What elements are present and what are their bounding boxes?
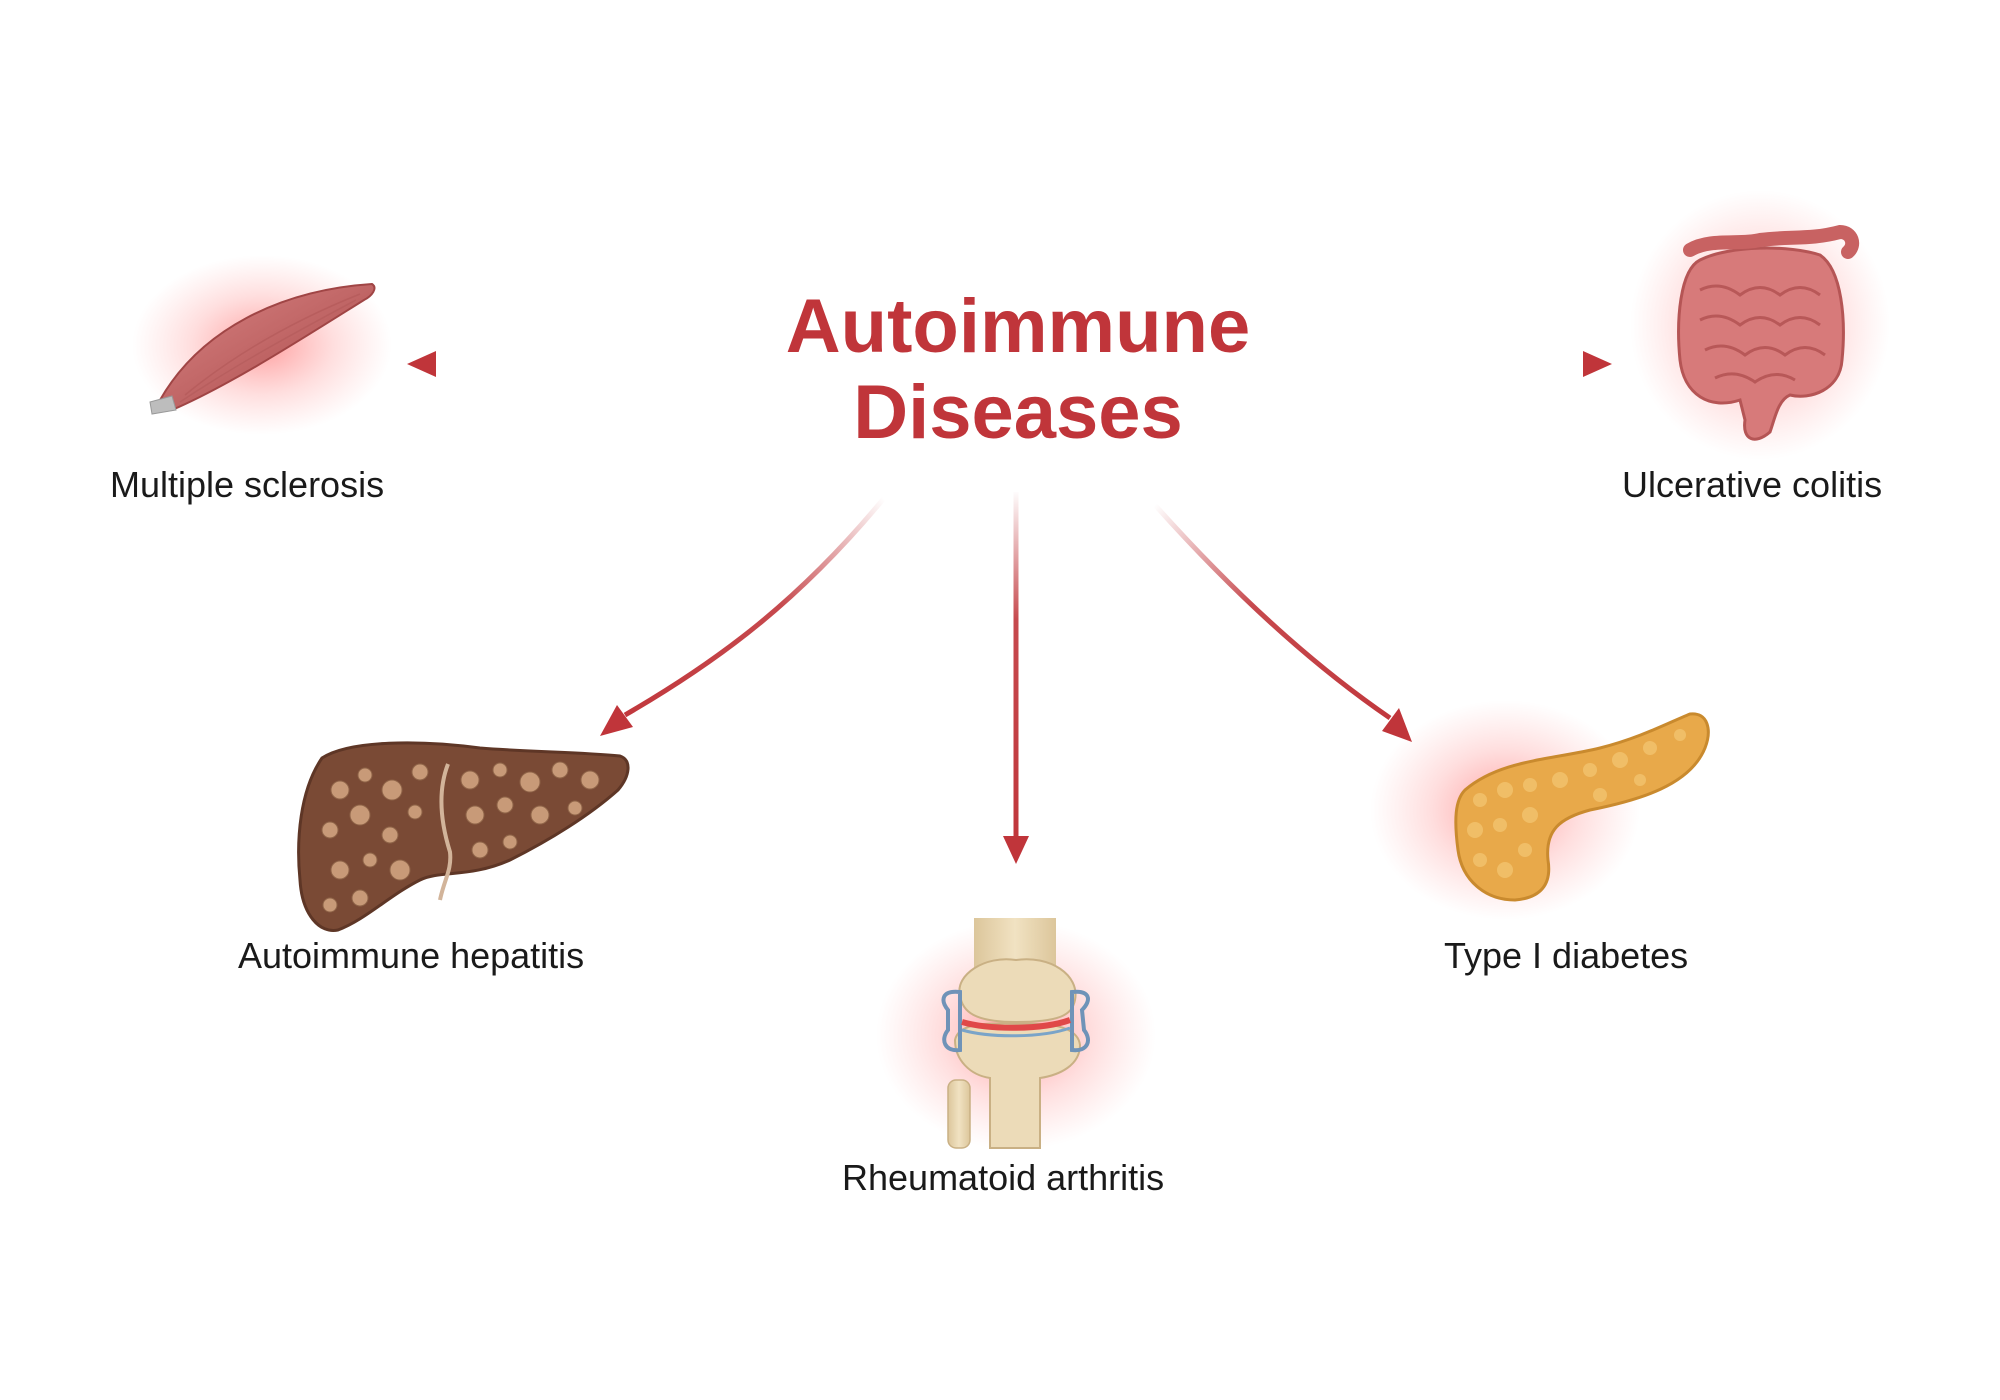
label-rheumatoid-arthritis: Rheumatoid arthritis [842, 1157, 1164, 1198]
liver-icon [297, 741, 630, 932]
muscle-icon [132, 255, 392, 435]
label-type-1-diabetes: Type I diabetes [1444, 935, 1688, 976]
arrow-to-type-1-diabetes [1153, 503, 1412, 742]
colon-icon [1630, 190, 1890, 460]
label-autoimmune-hepatitis: Autoimmune hepatitis [238, 935, 584, 976]
arrow-to-ulcerative-colitis [1265, 351, 1612, 377]
knee-joint-icon [876, 918, 1156, 1150]
label-multiple-sclerosis: Multiple sclerosis [110, 464, 384, 505]
title-line-1: Autoimmune [786, 284, 1250, 369]
arrow-to-autoimmune-hepatitis [600, 495, 887, 736]
label-ulcerative-colitis: Ulcerative colitis [1622, 464, 1882, 505]
arrow-to-multiple-sclerosis [407, 351, 755, 377]
pancreas-icon [1370, 700, 1710, 920]
arrow-to-rheumatoid-arthritis [1003, 492, 1029, 864]
title-line-2: Diseases [853, 370, 1183, 455]
